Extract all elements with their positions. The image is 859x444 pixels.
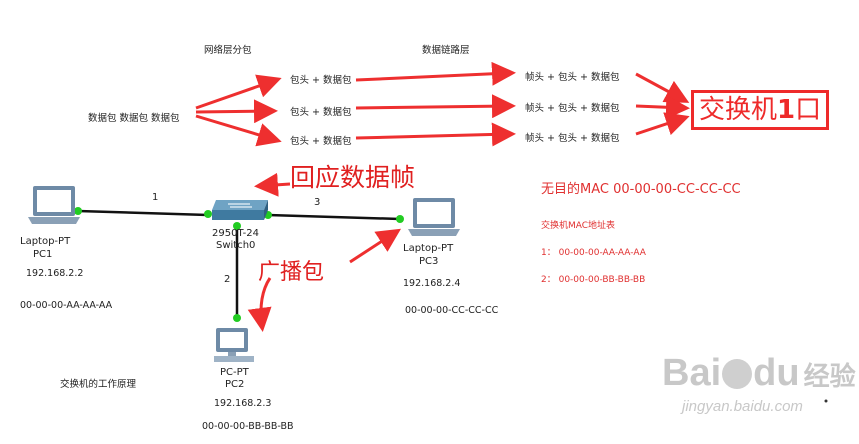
pc3-mac: 00-00-00-CC-CC-CC <box>405 305 499 316</box>
laptop-icon <box>28 186 80 224</box>
pc1-name: PC1 <box>33 249 53 260</box>
link-light <box>233 222 241 230</box>
arrow-source-to-packet-1 <box>195 74 282 110</box>
arrow-packet-to-frame-2 <box>355 94 516 119</box>
arrow-frame-to-port-1 <box>635 72 690 103</box>
link-light <box>74 207 82 215</box>
watermark-brand: Bai <box>662 352 722 394</box>
network-cables <box>77 209 401 318</box>
switch-name: Switch0 <box>216 240 256 251</box>
arrow-source-to-packet-2 <box>195 99 278 124</box>
pc3-type: Laptop-PT <box>403 243 454 254</box>
pc2-mac: 00-00-00-BB-BB-BB <box>202 421 294 432</box>
watermark-brand-mid: du <box>753 352 800 394</box>
pc3-name: PC3 <box>419 256 439 267</box>
mac-table-title: 交换机MAC地址表 <box>541 221 616 231</box>
mac-table-row: 1： 00-00-00-AA-AA-AA <box>541 248 646 258</box>
source-packets-label: 数据包 数据包 数据包 <box>88 113 180 124</box>
switch-icon <box>212 200 268 220</box>
link-light <box>233 314 241 322</box>
packet-label: 包头 + 数据包 <box>290 136 352 147</box>
link-number: 2 <box>224 274 231 285</box>
dot-marker <box>824 399 828 403</box>
desktop-pc-icon <box>214 328 254 362</box>
switch-port-suffix: 口 <box>795 95 822 125</box>
flow-arrows <box>195 61 690 332</box>
pc1-type: Laptop-PT <box>20 236 71 247</box>
arrow-reply <box>254 172 291 197</box>
network-layer-header: 网络层分包 <box>204 45 252 56</box>
paw-icon <box>722 359 753 389</box>
arrow-frame-to-port-3 <box>635 112 690 136</box>
reply-frame-label: 回应数据帧 <box>290 163 416 192</box>
switch-model: 2950T-24 <box>212 228 259 239</box>
pc1-mac: 00-00-00-AA-AA-AA <box>20 300 113 311</box>
mac-table-row: 2： 00-00-00-BB-BB-BB <box>541 275 646 285</box>
watermark-suffix: 经验 <box>803 361 856 391</box>
arrow-broadcast-to-pc2 <box>247 277 272 332</box>
arrow-source-to-packet-3 <box>195 114 282 147</box>
pc2-ip: 192.168.2.3 <box>214 398 272 409</box>
link-number: 3 <box>314 197 321 208</box>
pc1-ip: 192.168.2.2 <box>26 268 84 279</box>
cable-pc1-switch <box>77 209 209 217</box>
pc3-ip: 192.168.2.4 <box>403 278 461 289</box>
cable-switch-pc3 <box>267 213 401 221</box>
packet-label: 包头 + 数据包 <box>290 75 352 86</box>
pc2-name: PC2 <box>225 379 245 390</box>
arrow-packet-to-frame-3 <box>355 122 516 147</box>
arrow-frame-to-port-2 <box>635 95 690 120</box>
frame-label: 帧头 + 包头 + 数据包 <box>525 103 620 114</box>
link-number: 1 <box>152 192 159 203</box>
diagram-caption: 交换机的工作原理 <box>60 379 137 390</box>
switch-port-number: 1 <box>777 95 796 125</box>
frame-label: 帧头 + 包头 + 数据包 <box>525 133 620 144</box>
arrow-packet-to-frame-1 <box>355 61 516 86</box>
arrow-broadcast-to-pc3 <box>349 228 402 264</box>
switch-port-box: 交换机1口 <box>691 90 830 130</box>
switch-port-text: 交换机 <box>699 95 778 125</box>
watermark-url: jingyan.baidu.com <box>682 398 803 415</box>
packet-label: 包头 + 数据包 <box>290 107 352 118</box>
pc2-type: PC-PT <box>220 367 249 378</box>
link-lights <box>74 207 404 322</box>
broadcast-label: 广播包 <box>258 260 325 285</box>
link-light <box>204 210 212 218</box>
laptop-icon <box>408 198 460 236</box>
data-link-layer-header: 数据链路层 <box>422 45 470 56</box>
frame-label: 帧头 + 包头 + 数据包 <box>525 72 620 83</box>
destination-mac: 无目的MAC 00-00-00-CC-CC-CC <box>541 182 741 197</box>
link-light <box>396 215 404 223</box>
